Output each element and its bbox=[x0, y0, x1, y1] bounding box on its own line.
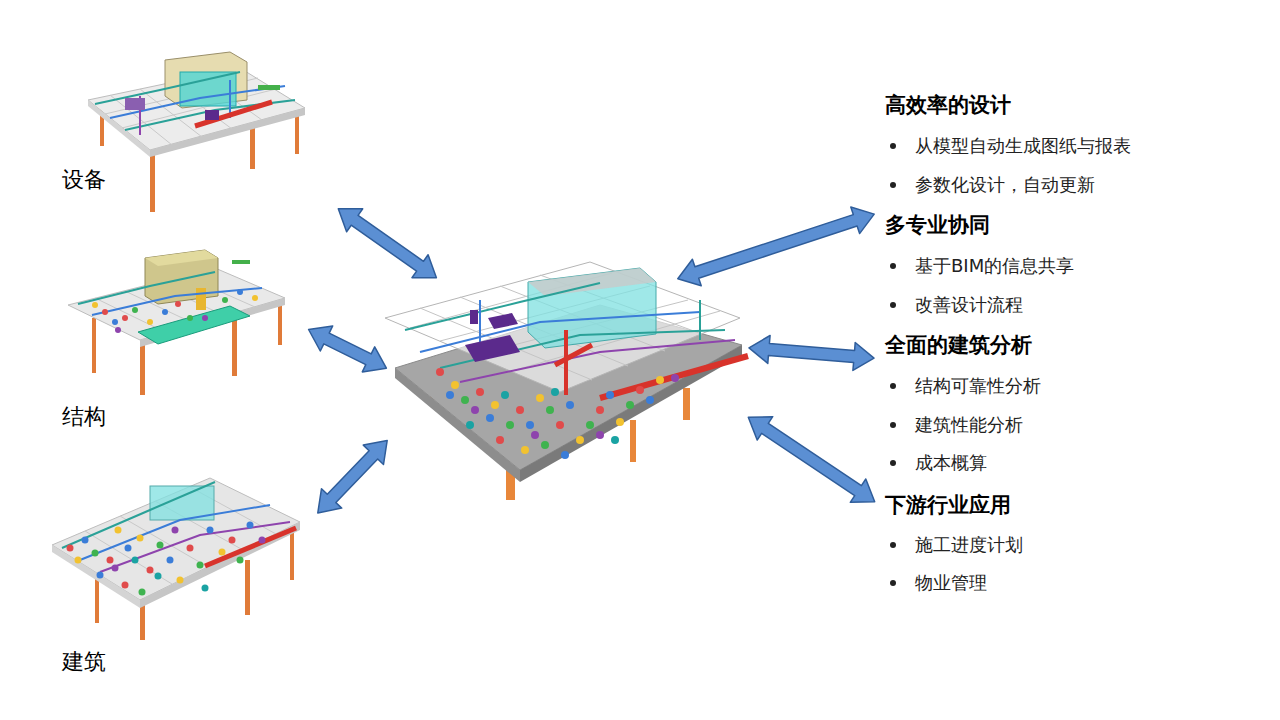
section-heading: 多专业协同 bbox=[885, 211, 990, 239]
double-arrow bbox=[318, 440, 387, 513]
double-arrow bbox=[749, 336, 874, 371]
bullet-item: 物业管理 bbox=[915, 569, 987, 597]
architecture-model-node: 建筑 bbox=[45, 455, 315, 680]
double-arrow bbox=[748, 417, 874, 503]
section-heading: 高效率的设计 bbox=[885, 91, 1011, 119]
bullet-dot bbox=[890, 580, 896, 586]
architecture-model bbox=[52, 478, 300, 640]
section-heading: 下游行业应用 bbox=[885, 491, 1011, 519]
bullet-item: 建筑性能分析 bbox=[915, 411, 1023, 439]
bullet-item: 施工进度计划 bbox=[915, 531, 1023, 559]
discipline-label: 结构 bbox=[62, 403, 106, 431]
discipline-label: 设备 bbox=[62, 166, 106, 194]
combined-model-node bbox=[390, 280, 745, 505]
bullet-dot bbox=[890, 182, 896, 188]
bullet-dot bbox=[890, 460, 896, 466]
mep-model-node: 设备 bbox=[55, 45, 335, 215]
bullet-dot bbox=[890, 302, 896, 308]
benefit-list-panel: 高效率的设计从模型自动生成图纸与报表参数化设计，自动更新多专业协同基于BIM的信… bbox=[878, 88, 1208, 608]
bullet-item: 从模型自动生成图纸与报表 bbox=[915, 132, 1131, 160]
mep-model bbox=[88, 52, 305, 212]
bullet-item: 成本概算 bbox=[915, 449, 987, 477]
bullet-item: 基于BIM的信息共享 bbox=[915, 252, 1074, 280]
double-arrow bbox=[338, 209, 436, 278]
double-arrow bbox=[678, 207, 874, 286]
bullet-item: 结构可靠性分析 bbox=[915, 372, 1041, 400]
bullet-dot bbox=[890, 422, 896, 428]
bullet-dot bbox=[890, 383, 896, 389]
bullet-dot bbox=[890, 143, 896, 149]
bullet-dot bbox=[890, 263, 896, 269]
double-arrow bbox=[309, 326, 387, 372]
structure-model-node: 结构 bbox=[55, 240, 305, 435]
discipline-label: 建筑 bbox=[62, 648, 106, 676]
combined-bim-model bbox=[385, 262, 748, 500]
structure-model bbox=[68, 250, 285, 395]
bullet-dot bbox=[890, 542, 896, 548]
bullet-item: 改善设计流程 bbox=[915, 291, 1023, 319]
section-heading: 全面的建筑分析 bbox=[885, 331, 1032, 359]
bullet-item: 参数化设计，自动更新 bbox=[915, 171, 1095, 199]
